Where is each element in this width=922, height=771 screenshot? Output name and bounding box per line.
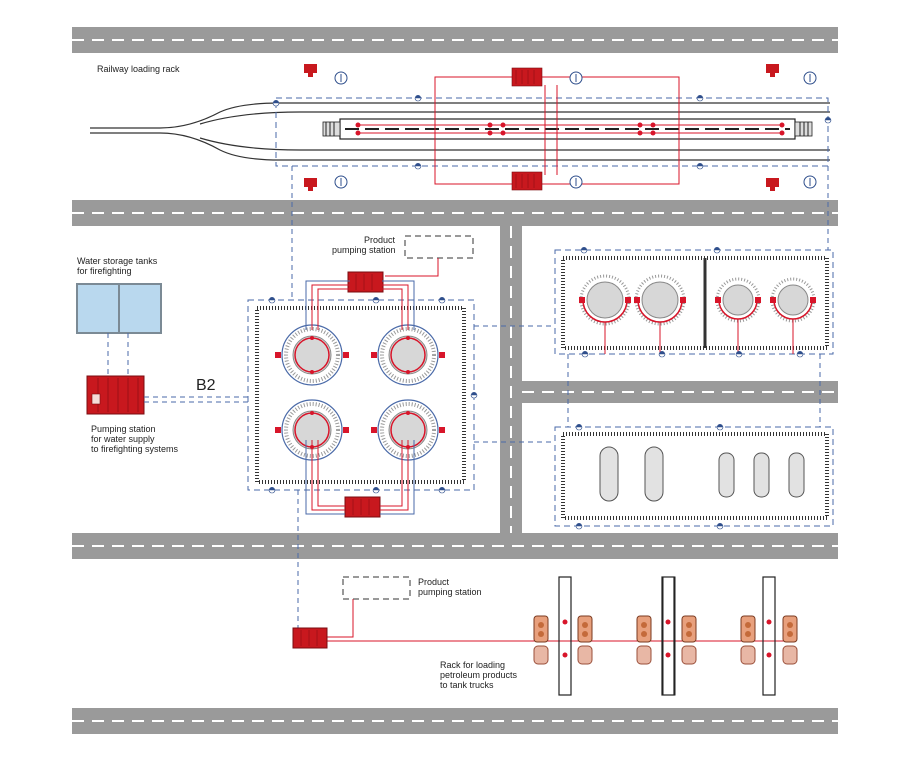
- roads: [72, 27, 838, 734]
- boundary-markers: [268, 95, 832, 530]
- water-pump-station: [86, 375, 145, 415]
- truck-rack-label-1: Rack for loading: [440, 660, 505, 670]
- product-pumping-station-top-placeholder: [404, 235, 474, 259]
- product-pumping-top-label-2: pumping station: [332, 245, 396, 255]
- truck-rack-label-3: to tank trucks: [440, 680, 494, 690]
- rail-pump-station-bottom: [511, 171, 543, 191]
- tank-farm-bund: [255, 306, 466, 484]
- tank-farm-pump-bottom: [344, 496, 381, 518]
- water-storage-tanks: [76, 283, 162, 334]
- railway-rack-label: Railway loading rack: [97, 64, 180, 74]
- water-tanks-label-1: Water storage tanks: [77, 256, 158, 266]
- horizontal-tank-icon: [599, 446, 805, 502]
- b2-label: B2: [196, 377, 216, 394]
- product-pumping-bottom-label-2: pumping station: [418, 587, 482, 597]
- pump-water-label-3: to firefighting systems: [91, 444, 179, 454]
- rail-pump-station-top: [511, 67, 543, 87]
- truck-rack-pump: [292, 627, 328, 649]
- storage-tanks-right: [579, 274, 816, 354]
- right-tank-farm-boundary: [554, 249, 834, 355]
- fire-monitor-icon: [304, 64, 779, 191]
- railway-rack-boundary: [275, 97, 829, 167]
- pump-water-label-1: Pumping station: [91, 424, 156, 434]
- storage-tanks-main: [275, 324, 445, 461]
- rail-car-row: [322, 118, 813, 140]
- product-pumping-station-bottom-placeholder: [342, 576, 411, 600]
- horizontal-tanks-boundary: [554, 426, 834, 527]
- truck-loading-rack: [533, 576, 798, 696]
- truck-rack-label-2: petroleum products: [440, 670, 518, 680]
- product-pumping-bottom-label-1: Product: [418, 577, 450, 587]
- water-tanks-label-2: for firefighting: [77, 266, 132, 276]
- tank-farm-pump-top: [347, 271, 384, 293]
- product-pumping-top-label-1: Product: [364, 235, 396, 245]
- rail-pipe-loop: [434, 76, 680, 185]
- tank-farm-boundary: [247, 299, 475, 491]
- railway-tracks: [90, 102, 830, 161]
- horizontal-tanks-bund: [561, 432, 829, 520]
- right-tank-farm-bund: [561, 256, 829, 350]
- pump-water-label-2: for water supply: [91, 434, 155, 444]
